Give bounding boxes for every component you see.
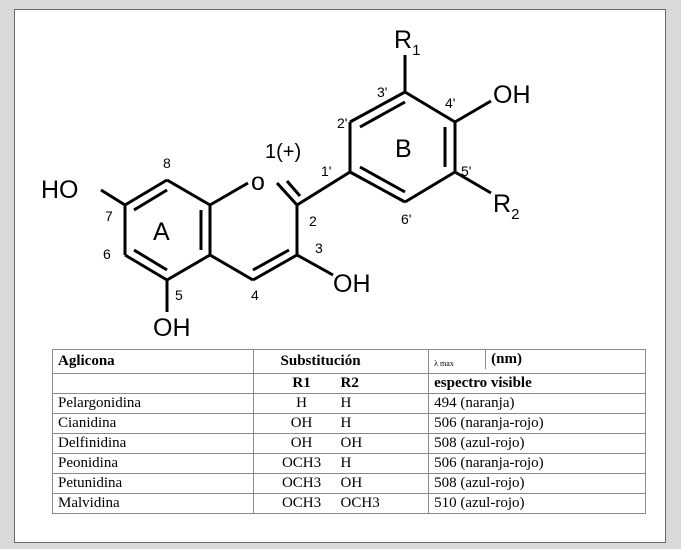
ring-b-label: B: [395, 135, 412, 163]
position-1: 1(+): [265, 141, 301, 163]
header-r1: R1: [292, 375, 311, 391]
r1-group: R1: [394, 26, 420, 59]
anthocyanidin-structure: HO OH OH OH R1 R2 o A B 1(+) 2 3 4 5 6 7…: [41, 26, 531, 342]
header-substitucion: Substitución: [252, 349, 430, 374]
header-r2: R2: [340, 375, 359, 391]
position-4prime: 4': [445, 95, 455, 111]
header-aglicona: Aglicona: [52, 349, 254, 374]
figure-frame: HO OH OH OH R1 R2 o A B 1(+) 2 3 4 5 6 7…: [14, 9, 666, 543]
position-6prime: 6': [401, 211, 411, 227]
position-5prime: 5': [461, 163, 471, 179]
aglycone-table: Aglicona Substitución λ max(nm) R1 R2 esp…: [52, 349, 646, 514]
oh-group-c3: OH: [333, 270, 371, 298]
position-4: 4: [251, 287, 259, 303]
oh-group-c4prime: OH: [493, 81, 531, 109]
r2-group: R2: [493, 190, 519, 223]
ring-a-label: A: [153, 218, 170, 246]
header-espectro: espectro visible: [428, 373, 646, 394]
oh-group-c5: OH: [153, 314, 191, 342]
ho-group-left: HO: [41, 176, 79, 204]
header-lambda: λ max(nm): [428, 349, 646, 374]
position-1prime: 1': [321, 163, 331, 179]
position-8: 8: [163, 155, 171, 171]
table-subheader-row: R1 R2 espectro visible: [52, 373, 646, 394]
position-2prime: 2': [337, 115, 347, 131]
position-3prime: 3': [377, 84, 387, 100]
position-7: 7: [105, 208, 113, 224]
position-3: 3: [315, 240, 323, 256]
ring-oxygen: o: [251, 168, 265, 196]
position-6: 6: [103, 246, 111, 262]
position-5: 5: [175, 287, 183, 303]
position-2: 2: [309, 213, 317, 229]
structure-bonds: [100, 55, 492, 312]
table-header-row: Aglicona Substitución λ max(nm): [52, 349, 646, 374]
